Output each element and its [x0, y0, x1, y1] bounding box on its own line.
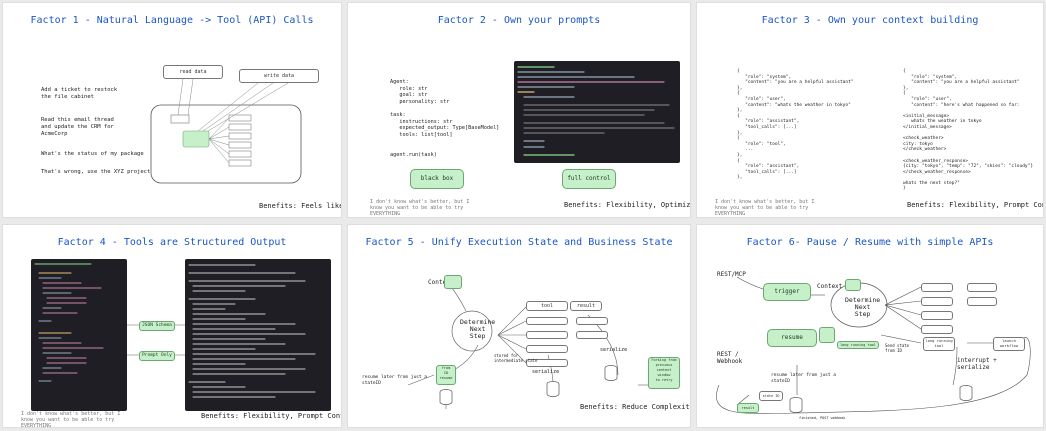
footnote: I don't know what's better, but I know y…	[21, 411, 121, 428]
write-data-box: write data	[239, 69, 319, 83]
panel-title: Factor 4 - Tools are Structured Output	[57, 237, 287, 248]
benefits-label: Benefits: Flexibility, Prompt Control	[201, 412, 342, 420]
tool-slot-2	[526, 317, 568, 325]
factor-5-wires	[407, 282, 648, 409]
context-stack	[444, 275, 462, 289]
tool-slot-1	[921, 283, 953, 292]
full-control-button[interactable]: full control	[562, 169, 616, 189]
read-data-box: read data	[163, 65, 223, 79]
result-slot-1	[967, 283, 997, 292]
context-label: Context	[817, 283, 843, 290]
database-icon-2	[546, 381, 560, 397]
send-state-label: Send state from ID	[885, 343, 910, 353]
panel-factor-4: Factor 4 - Tools are Structured Output	[2, 224, 342, 428]
stored-label: stored for intermediate state	[494, 353, 538, 363]
benefits-label: Benefits: Reduce Complexity	[580, 403, 691, 411]
benefits-label: Benefits: Flexibility, Optimization	[564, 201, 691, 209]
panel-factor-3: Factor 3 - Own your context building { "…	[696, 2, 1044, 218]
panel-title: Factor 3 - Own your context building	[761, 15, 979, 26]
panel-factor-5: Factor 5 - Unify Execution State and Bus…	[347, 224, 691, 428]
database-icon-2	[959, 385, 973, 401]
footnote: I don't know what's better, but I know y…	[370, 199, 470, 217]
benefits-label: Benefits: Feels like magic	[259, 202, 342, 210]
from-id-resume-box: from ID resume	[436, 365, 456, 385]
panel-title: Factor 6- Pause / Resume with simple API…	[746, 237, 994, 248]
prompt-text-3: What's the status of my package	[41, 151, 144, 157]
result-slot-2	[576, 317, 608, 325]
tool-slot-5	[526, 359, 568, 367]
prompt-code-lines	[188, 264, 316, 398]
rest-webhook-label: REST / Webhook	[717, 351, 743, 365]
result-box: result	[570, 301, 602, 311]
prompt-editor	[514, 61, 680, 163]
panel-factor-1: Factor 1 - Natural Language -> Tool (API…	[2, 2, 342, 218]
panel-title: Factor 5 - Unify Execution State and Bus…	[365, 237, 673, 248]
context-stack	[845, 279, 861, 291]
factor-6-wires	[716, 276, 1031, 415]
footnote: I don't know what's better, but I know y…	[715, 199, 815, 217]
launch-workflow-box: launch workflow	[993, 337, 1025, 351]
result-slot-3	[576, 331, 608, 339]
determine-next-step-label: Determine Next Step	[460, 318, 496, 340]
resume-later-label: resume later from just a stateID	[771, 373, 837, 384]
long-running-tool-label: long running tool	[837, 341, 879, 349]
editor-lines	[517, 66, 675, 156]
database-icon-3	[604, 365, 618, 381]
factor-1-diagram	[150, 78, 302, 184]
black-box-button[interactable]: black box	[410, 169, 464, 189]
panel-title: Factor 2 - Own your prompts	[437, 15, 601, 26]
tool-slot-2	[921, 297, 953, 306]
prompt-code-block	[185, 259, 331, 411]
tool-slot-3	[921, 311, 953, 320]
agent-code: Agent: role: str goal: str personality: …	[390, 79, 500, 158]
serialize-bottom-label: serialize	[532, 369, 560, 375]
panel-factor-2: Factor 2 - Own your prompts Agent: role:…	[347, 2, 691, 218]
resume-later-label: resume later from just a stateID	[362, 375, 428, 386]
tool-slot-3	[526, 331, 568, 339]
trigger-button[interactable]: trigger	[763, 283, 811, 301]
database-icon-1	[439, 389, 453, 405]
context-label: Context	[428, 279, 454, 286]
benefits-label: Benefits: Flexibility, Prompt Control	[907, 201, 1043, 209]
state-id-box: state ID	[759, 391, 783, 401]
panel-factor-6: Factor 6- Pause / Resume with simple API…	[696, 224, 1044, 428]
json-schema-label: JSON Schema	[139, 321, 175, 331]
determine-next-step-label: Determine Next Step	[845, 296, 881, 318]
serialize-top-label: serialize	[600, 347, 628, 353]
resume-button[interactable]: resume	[767, 329, 817, 347]
prompt-text-4: That's wrong, use the XYZ project	[41, 169, 151, 175]
finished-webhook-label: finished, POST webhook	[799, 416, 846, 420]
resume-context-stack	[819, 327, 835, 343]
database-icon-1	[789, 397, 803, 413]
tool-slot-4	[921, 325, 953, 334]
custom-context-code: { "role": "system", "content": "you are …	[903, 69, 1034, 192]
result-slot-2	[967, 297, 997, 306]
tool-slot-4	[526, 345, 568, 353]
prompt-text-2: Read this email thread and update the CR…	[41, 117, 114, 137]
context-messages-code: { "role": "system", "content": "you are …	[737, 69, 854, 181]
prompt-only-label: Prompt Only	[139, 351, 175, 361]
prompt-text-1: Add a ticket to restock the file cabinet	[41, 87, 118, 100]
result-box: result	[737, 403, 759, 413]
panel-title: Factor 1 - Natural Language -> Tool (API…	[30, 15, 314, 26]
rest-mcp-label: REST/MCP	[717, 271, 746, 278]
tool-box: tool	[526, 301, 568, 311]
interrupt-serialize-label: interrupt + serialize	[957, 357, 997, 371]
long-running-tool-box: long running tool	[923, 337, 955, 351]
schema-code-block	[31, 259, 127, 411]
fork-retry-box: Forking from previous context window to …	[648, 357, 680, 389]
schema-code-lines	[34, 263, 104, 382]
